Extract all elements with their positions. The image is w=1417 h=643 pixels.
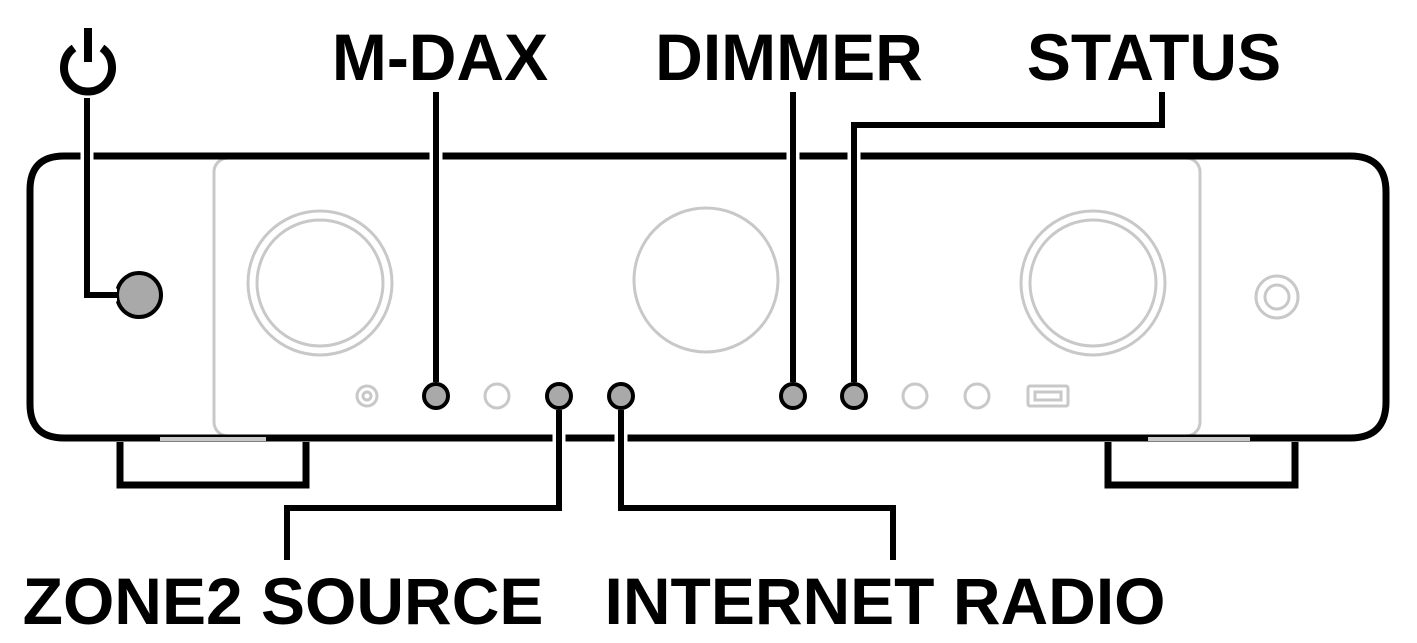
mdax-button[interactable] (422, 382, 450, 410)
right-knob (1019, 209, 1167, 357)
unlabeled-button-3[interactable] (963, 382, 991, 410)
zone2-source-label: ZONE2 SOURCE (23, 564, 544, 638)
unlabeled-button-1[interactable] (483, 382, 511, 410)
internet-radio-leader (618, 410, 896, 560)
power-leader (84, 98, 117, 298)
usb-port (1026, 384, 1070, 408)
status-leader (851, 92, 1165, 382)
chassis-outline (26, 152, 1390, 442)
center-knob (632, 206, 780, 354)
power-button[interactable] (115, 271, 163, 319)
left-knob (246, 209, 394, 357)
leader-lines (84, 92, 1165, 560)
headphone-jack (1254, 274, 1300, 320)
internet-radio-button[interactable] (607, 382, 635, 410)
zone2-source-button[interactable] (545, 382, 573, 410)
zone2-source-leader (284, 410, 562, 560)
leader-lines-halo (80, 92, 1169, 560)
right-foot (1104, 442, 1299, 489)
power-icon (60, 28, 116, 96)
internet-radio-label: INTERNET RADIO (605, 564, 1166, 638)
status-button[interactable] (840, 382, 868, 410)
dimmer-button[interactable] (779, 382, 807, 410)
unlabeled-button-2[interactable] (901, 382, 929, 410)
setup-mic-jack (355, 384, 379, 408)
status-label: STATUS (1027, 20, 1281, 94)
mdax-label: M-DAX (332, 20, 548, 94)
dimmer-label: DIMMER (655, 20, 923, 94)
left-foot (116, 442, 310, 489)
